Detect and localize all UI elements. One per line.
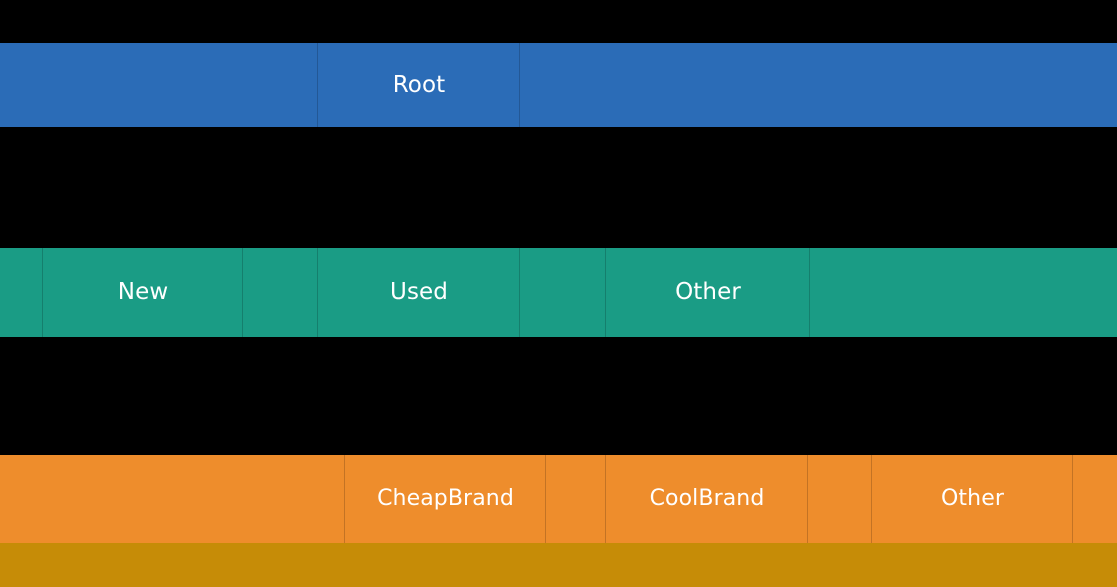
icicle-sector-root[interactable]: Root: [318, 43, 520, 127]
icicle-sector-label: New: [117, 279, 169, 305]
icicle-sector-unlabeled[interactable]: [1073, 455, 1117, 543]
icicle-sector-label: CoolBrand: [649, 486, 765, 511]
icicle-sector-coolbrand[interactable]: CoolBrand: [606, 455, 808, 543]
icicle-sector-unlabeled[interactable]: [0, 248, 43, 337]
icicle-sector-unlabeled[interactable]: [0, 455, 345, 543]
icicle-sector-cheapbrand[interactable]: CheapBrand: [345, 455, 546, 543]
brand-level: CheapBrand CoolBrand Other: [0, 455, 1117, 543]
icicle-sector-unlabeled[interactable]: [0, 543, 1117, 587]
icicle-sector-unlabeled[interactable]: [520, 43, 1117, 127]
icicle-sector-unlabeled[interactable]: [520, 248, 606, 337]
icicle-sector-unlabeled[interactable]: [243, 248, 318, 337]
leaf-level-clipped: [0, 543, 1117, 587]
icicle-sector-label: Root: [392, 71, 446, 98]
icicle-sector-other[interactable]: Other: [872, 455, 1073, 543]
icicle-sector-unlabeled[interactable]: [808, 455, 872, 543]
icicle-sector-unlabeled[interactable]: [546, 455, 606, 543]
icicle-sector-other[interactable]: Other: [606, 248, 810, 337]
icicle-sector-used[interactable]: Used: [318, 248, 520, 337]
root-level: Root: [0, 43, 1117, 127]
icicle-sector-label: Other: [941, 486, 1004, 511]
icicle-sector-label: Other: [675, 279, 741, 305]
icicle-sector-unlabeled[interactable]: [0, 43, 318, 127]
icicle-sector-new[interactable]: New: [43, 248, 243, 337]
icicle-sector-unlabeled[interactable]: [810, 248, 1117, 337]
icicle-sector-label: Used: [390, 279, 448, 305]
condition-level: New Used Other: [0, 248, 1117, 337]
icicle-sector-label: CheapBrand: [377, 486, 514, 511]
